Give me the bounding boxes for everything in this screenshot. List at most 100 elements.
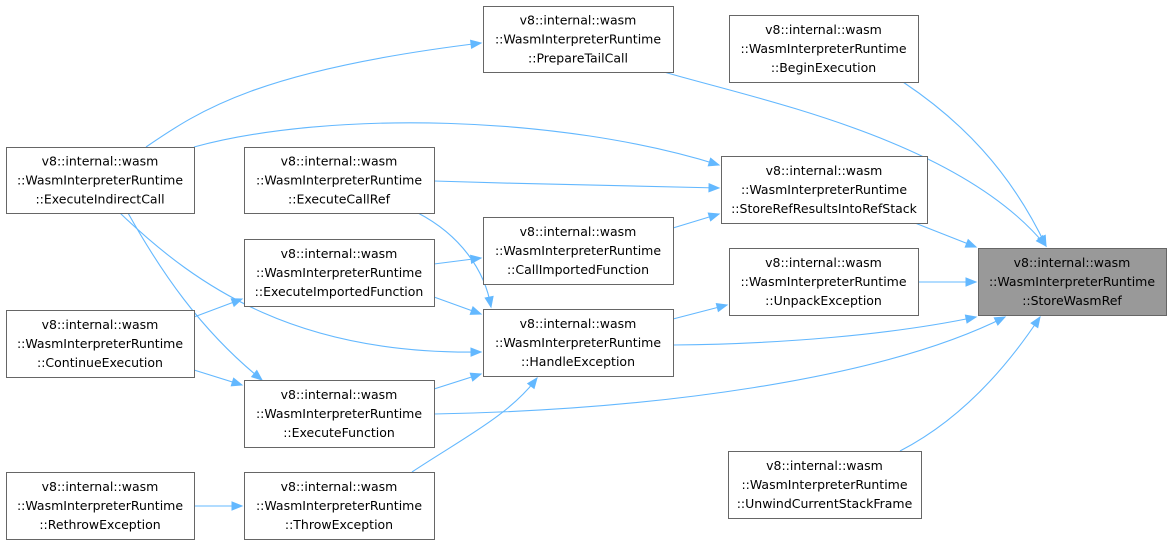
node-label-line: v8::internal::wasm (520, 13, 637, 28)
node-label-line: ::RethrowException (39, 517, 160, 532)
node-label-line: ::WasmInterpreterRuntime (741, 182, 907, 197)
edge-execute-call-ref-to-store-ref-results (433, 180, 721, 193)
node-box (483, 6, 674, 73)
edges-layer (119, 39, 1047, 511)
node-execute-function[interactable]: v8::internal::wasm::WasmInterpreterRunti… (244, 380, 435, 448)
node-store-wasm-ref[interactable]: v8::internal::wasm::WasmInterpreterRunti… (978, 248, 1167, 316)
node-rethrow-exception[interactable]: v8::internal::wasm::WasmInterpreterRunti… (6, 472, 195, 540)
arrowhead (469, 305, 483, 315)
node-unwind-current-stack-frame[interactable]: v8::internal::wasm::WasmInterpreterRunti… (728, 451, 922, 519)
node-label-line: ::ExecuteCallRef (288, 192, 391, 207)
node-label-line: v8::internal::wasm (765, 22, 882, 37)
node-label-line: v8::internal::wasm (281, 246, 398, 261)
node-label-line: ::WasmInterpreterRuntime (495, 32, 661, 47)
node-continue-execution[interactable]: v8::internal::wasm::WasmInterpreterRunti… (6, 310, 195, 378)
node-label-line: ::ExecuteIndirectCall (35, 192, 164, 207)
edge-execute-indirect-call-to-prepare-tail-call (145, 39, 483, 148)
node-label-line: ::HandleException (521, 354, 635, 369)
node-label-line: ::CallImportedFunction (507, 262, 649, 277)
arrowhead (470, 347, 483, 357)
edge-execute-indirect-call-to-handle-exception (119, 212, 483, 357)
edge-begin-execution-to-store-wasm-ref (902, 81, 1047, 248)
node-label-line: ::WasmInterpreterRuntime (740, 41, 906, 56)
edge-execute-function-to-handle-exception (433, 372, 483, 390)
node-box (483, 309, 674, 377)
node-label-line: v8::internal::wasm (766, 458, 883, 473)
node-box (244, 472, 435, 540)
edge-execute-imported-function-to-handle-exception (433, 296, 483, 315)
node-box (978, 248, 1167, 316)
arrowhead (715, 303, 729, 313)
edge-line (417, 212, 492, 308)
node-label-line: ::WasmInterpreterRuntime (989, 274, 1155, 289)
node-box (729, 248, 919, 316)
node-label-line: ::StoreRefResultsIntoRefStack (731, 201, 918, 216)
node-throw-exception[interactable]: v8::internal::wasm::WasmInterpreterRunti… (244, 472, 435, 540)
edge-rethrow-exception-to-throw-exception (194, 501, 244, 511)
edge-line (672, 316, 977, 346)
arrowhead (469, 372, 483, 382)
edge-line (902, 81, 1047, 247)
node-call-imported-function[interactable]: v8::internal::wasm::WasmInterpreterRunti… (483, 217, 674, 285)
node-label-line: ::ContinueExecution (37, 355, 163, 370)
edge-unpack-exception-to-store-wasm-ref (918, 277, 978, 287)
node-execute-indirect-call[interactable]: v8::internal::wasm::WasmInterpreterRunti… (6, 147, 195, 214)
node-prepare-tail-call[interactable]: v8::internal::wasm::WasmInterpreterRunti… (483, 6, 674, 73)
node-label-line: ::WasmInterpreterRuntime (256, 498, 422, 513)
arrowhead (993, 316, 1007, 326)
node-label-line: ::WasmInterpreterRuntime (256, 406, 422, 421)
edge-continue-execution-to-execute-imported-function (193, 298, 244, 318)
node-box (244, 380, 435, 448)
node-box (728, 451, 922, 519)
arrowhead (1037, 234, 1047, 248)
edge-line (433, 180, 720, 189)
node-unpack-exception[interactable]: v8::internal::wasm::WasmInterpreterRunti… (729, 248, 919, 316)
arrowhead (708, 183, 721, 193)
node-label-line: v8::internal::wasm (281, 387, 398, 402)
node-label-line: ::WasmInterpreterRuntime (17, 498, 183, 513)
node-label-line: v8::internal::wasm (520, 316, 637, 331)
edge-store-ref-results-to-store-wasm-ref (914, 222, 978, 248)
edge-line (119, 212, 482, 353)
arrowhead (964, 238, 978, 248)
arrowhead (707, 212, 721, 222)
node-handle-exception[interactable]: v8::internal::wasm::WasmInterpreterRunti… (483, 309, 674, 377)
edge-execute-call-ref-to-handle-exception (417, 212, 494, 309)
arrowhead (965, 277, 978, 287)
node-label-line: v8::internal::wasm (281, 154, 398, 169)
arrowhead (230, 377, 244, 387)
arrowhead (484, 295, 494, 309)
node-label-line: ::PrepareTailCall (528, 51, 628, 66)
arrowhead (526, 376, 538, 390)
edge-call-imported-function-to-store-ref-results (672, 212, 721, 229)
edge-line (433, 316, 1006, 415)
node-execute-call-ref[interactable]: v8::internal::wasm::WasmInterpreterRunti… (244, 147, 435, 214)
node-label-line: ::WasmInterpreterRuntime (17, 336, 183, 351)
nodes-layer: v8::internal::wasm::WasmInterpreterRunti… (6, 6, 1167, 540)
node-label-line: ::WasmInterpreterRuntime (256, 173, 422, 188)
edge-handle-exception-to-store-wasm-ref (672, 314, 978, 346)
node-label-line: ::WasmInterpreterRuntime (495, 335, 661, 350)
edge-line (145, 42, 482, 148)
node-label-line: ::WasmInterpreterRuntime (17, 173, 183, 188)
node-label-line: ::UnwindCurrentStackFrame (737, 496, 913, 511)
arrowhead (707, 157, 721, 167)
node-label-line: ::WasmInterpreterRuntime (495, 243, 661, 258)
edge-throw-exception-to-handle-exception (411, 376, 538, 473)
node-box (6, 310, 195, 378)
edge-line (899, 316, 1041, 452)
arrowhead (469, 39, 483, 49)
edge-line (411, 377, 538, 473)
node-store-ref-results[interactable]: v8::internal::wasm::WasmInterpreterRunti… (721, 156, 928, 224)
node-label-line: ::StoreWasmRef (1022, 293, 1122, 308)
arrowhead (1030, 315, 1041, 329)
node-label-line: v8::internal::wasm (281, 479, 398, 494)
arrowhead (231, 501, 244, 511)
edge-execute-indirect-call-to-store-ref-results (193, 122, 721, 167)
node-label-line: ::BeginExecution (771, 60, 876, 75)
arrowhead (964, 314, 978, 324)
node-label-line: v8::internal::wasm (765, 255, 882, 270)
node-execute-imported-function[interactable]: v8::internal::wasm::WasmInterpreterRunti… (244, 239, 435, 307)
node-begin-execution[interactable]: v8::internal::wasm::WasmInterpreterRunti… (729, 15, 919, 83)
arrowhead (230, 298, 244, 308)
